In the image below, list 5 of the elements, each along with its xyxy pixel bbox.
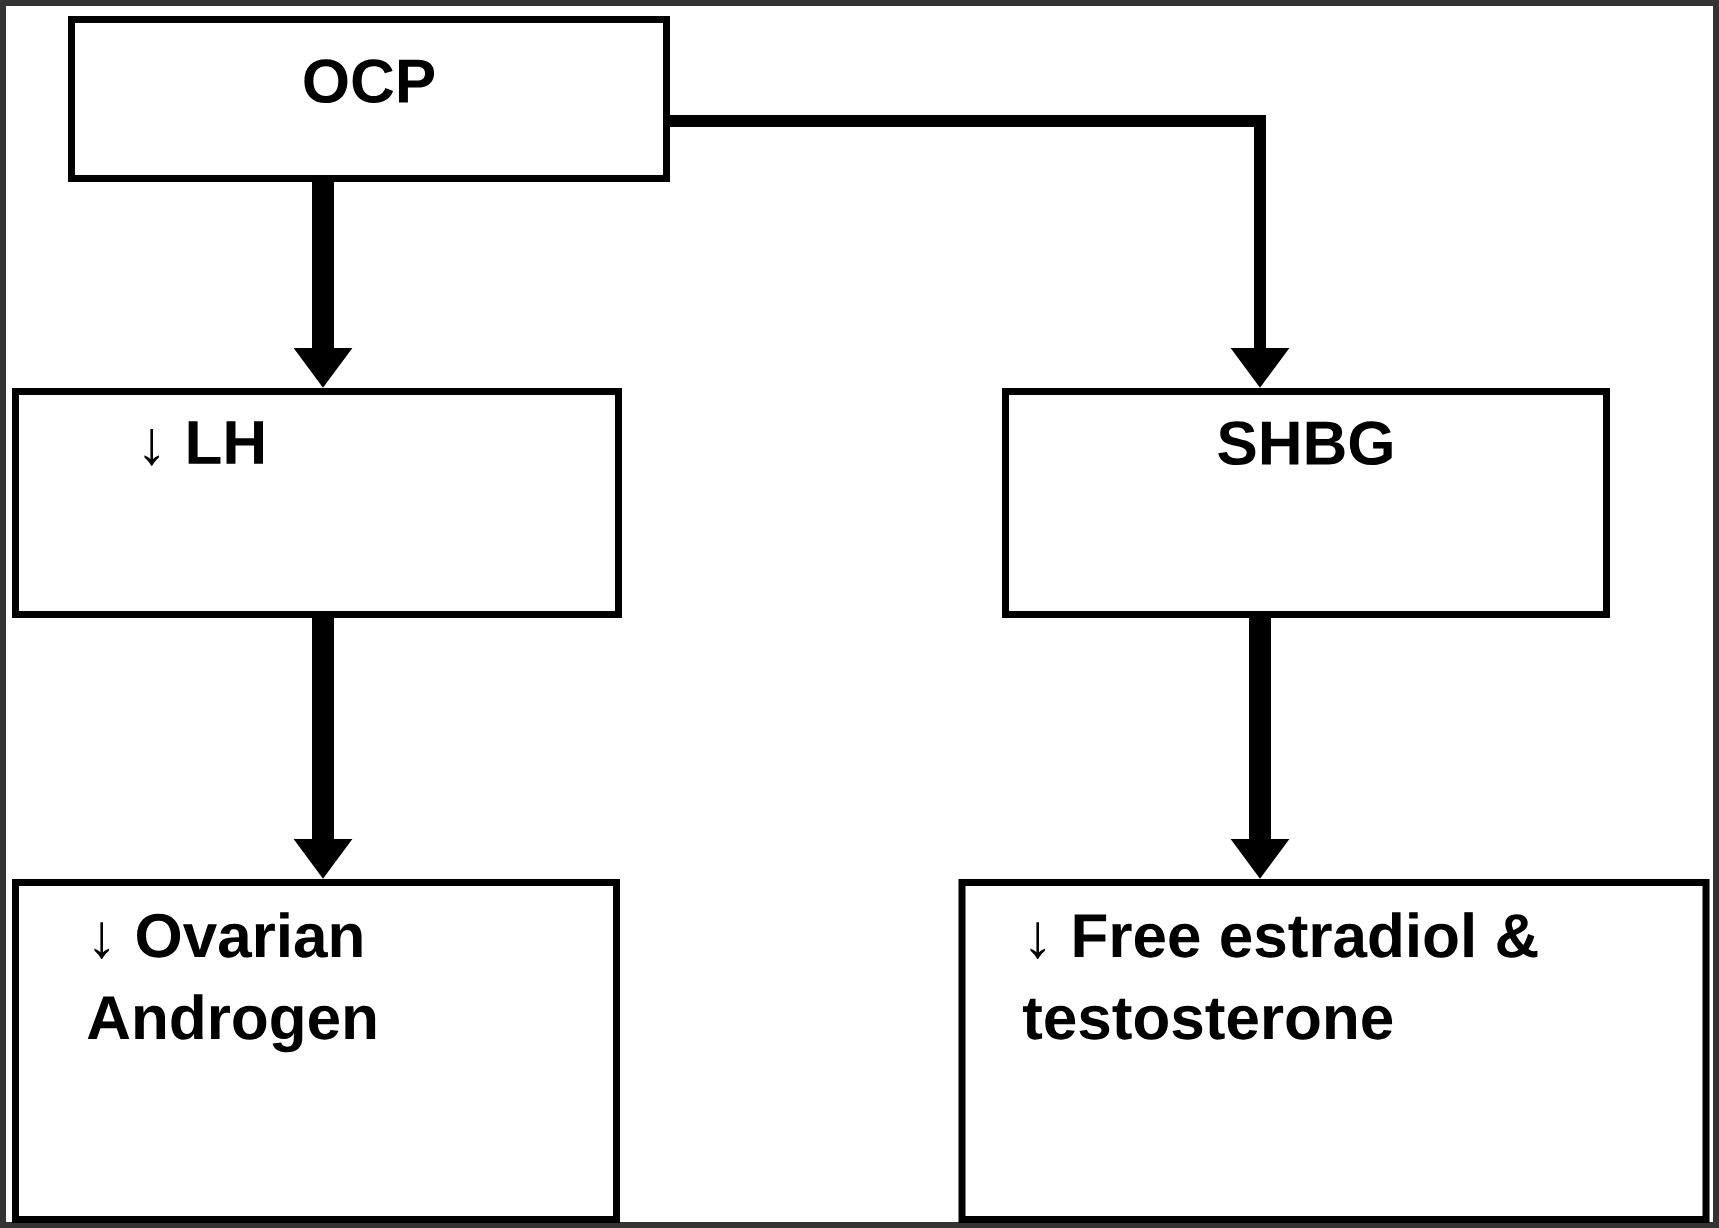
process-box: ↓ Free estradiol & testosterone [958, 879, 1710, 1223]
process-box: ↓ LH [12, 388, 622, 618]
process-box: OCP [68, 16, 670, 182]
process-box: ↓ Ovarian Androgen [12, 879, 620, 1223]
process-box: SHBG [1002, 388, 1610, 618]
